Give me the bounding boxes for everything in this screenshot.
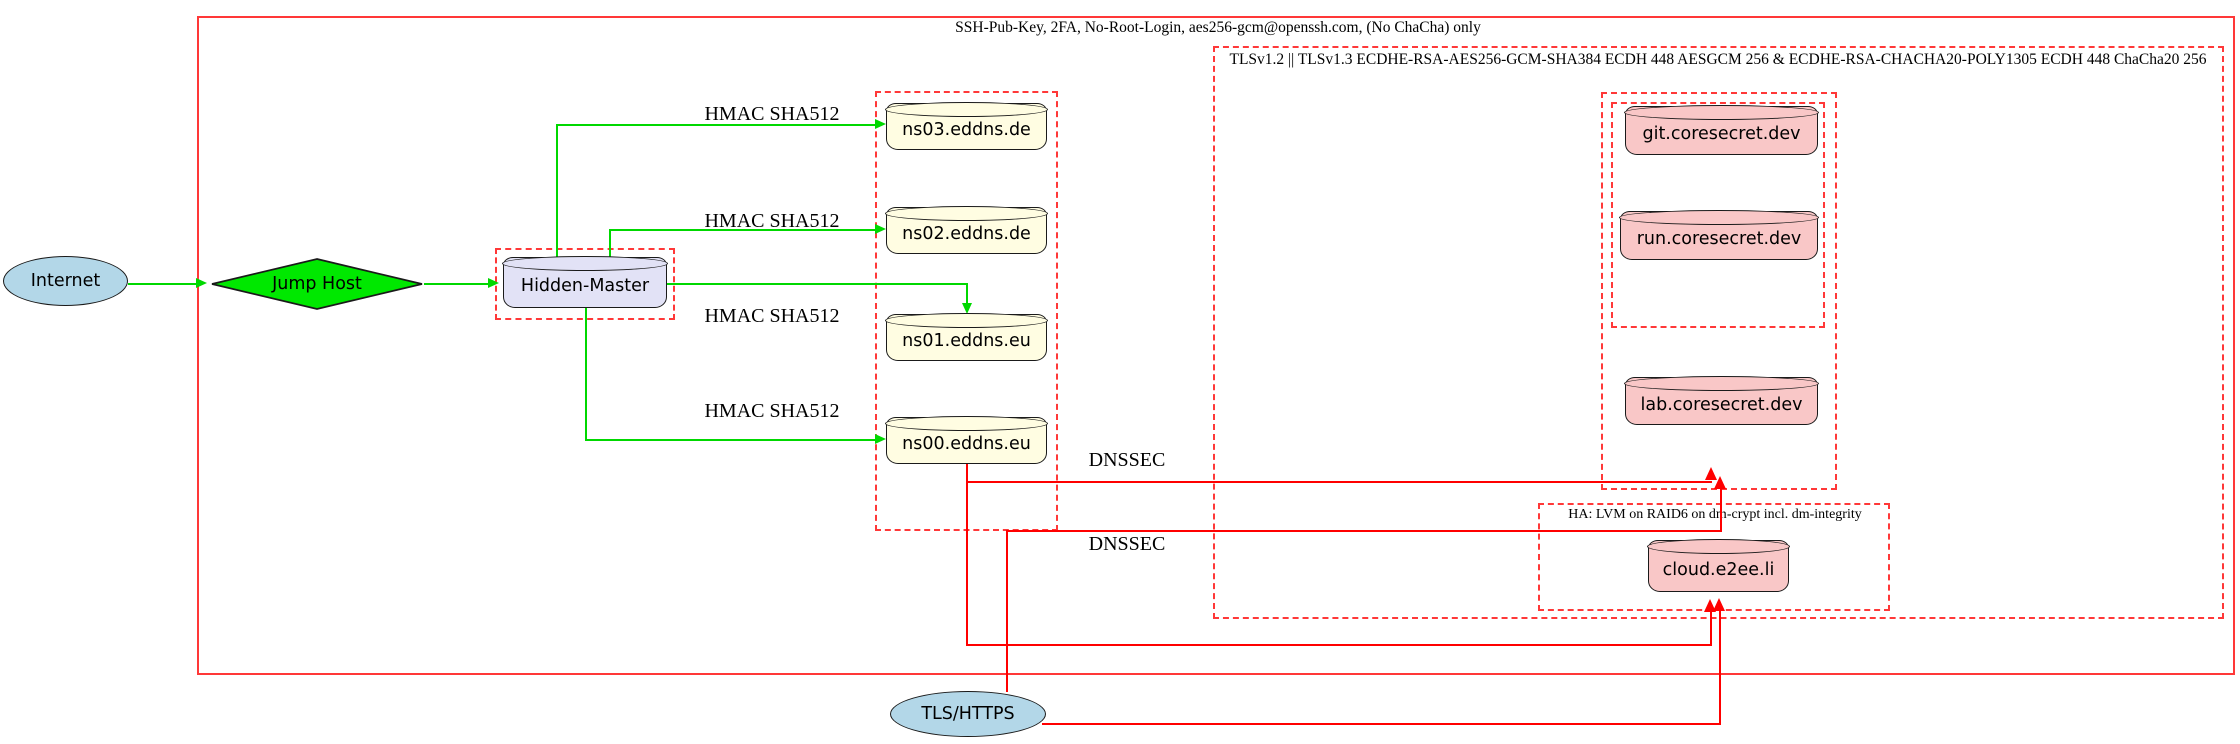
- tls-cluster-box: [1213, 46, 2224, 619]
- git-node: git.coresecret.dev: [1624, 105, 1819, 155]
- diamond-shape-icon: [211, 258, 423, 310]
- lab-node: lab.coresecret.dev: [1624, 376, 1819, 425]
- ns01-node: ns01.eddns.eu: [885, 313, 1048, 361]
- tls-https-label: TLS/HTTPS: [921, 704, 1015, 724]
- edge-hm-ns02-vertical: [609, 229, 611, 257]
- arrowhead-hiddenmaster: [488, 278, 499, 288]
- dnssec-label-top: DNSSEC: [1088, 449, 1166, 471]
- edge-hm-ns03-vertical: [556, 124, 558, 257]
- ssh-cluster-box: [197, 16, 2235, 675]
- ns03-node: ns03.eddns.de: [885, 102, 1048, 150]
- edge-tls-coresecret-vertical1: [1006, 531, 1008, 692]
- edge-tls-coresecret-horizontal: [1006, 530, 1722, 532]
- ns02-node: ns02.eddns.de: [885, 206, 1048, 254]
- ns01-label: ns01.eddns.eu: [902, 331, 1031, 351]
- jump-host-label: Jump Host: [272, 274, 362, 294]
- edge-hm-ns01-horizontal: [667, 283, 968, 285]
- lab-label: lab.coresecret.dev: [1640, 394, 1803, 415]
- edge-tls-coresecret-vertical2: [1720, 488, 1722, 532]
- coresecret-cluster-box: [1601, 92, 1837, 490]
- internet-node: Internet: [3, 256, 128, 306]
- git-label: git.coresecret.dev: [1642, 124, 1801, 144]
- ns02-label: ns02.eddns.de: [902, 224, 1031, 244]
- edge-ns00-down-vertical: [966, 464, 968, 646]
- hmac-label-ns02: HMAC SHA512: [704, 210, 840, 232]
- hidden-master-node: Hidden-Master: [502, 256, 668, 308]
- ha-cluster-label: HA: LVM on RAID6 on dm-crypt incl. dm-in…: [1568, 507, 1862, 522]
- run-node: run.coresecret.dev: [1619, 210, 1819, 260]
- edge-dnssec-ha-horizontal: [966, 644, 1712, 646]
- hidden-master-label: Hidden-Master: [520, 276, 650, 296]
- ns00-label: ns00.eddns.eu: [902, 434, 1031, 454]
- cloud-label: cloud.e2ee.li: [1662, 559, 1775, 580]
- arrowhead-ns01: [962, 303, 972, 314]
- ssh-cluster-label: SSH-Pub-Key, 2FA, No-Root-Login, aes256-…: [955, 19, 1481, 36]
- jump-host-node: Jump Host: [210, 258, 424, 310]
- ns00-node: ns00.eddns.eu: [885, 416, 1048, 464]
- run-label: run.coresecret.dev: [1636, 229, 1802, 249]
- arrowhead-coresecret-2: [1714, 476, 1726, 489]
- tls-https-node: TLS/HTTPS: [890, 691, 1046, 737]
- hmac-label-ns00: HMAC SHA512: [704, 400, 840, 422]
- arrowhead-ha-2: [1713, 598, 1725, 611]
- edge-jumphost-hiddenmaster: [424, 283, 488, 285]
- edge-tls-ha-horizontal: [1042, 723, 1721, 725]
- edge-hm-ns02-horizontal: [609, 229, 875, 231]
- edge-internet-jumphost: [128, 283, 196, 285]
- hmac-label-ns01: HMAC SHA512: [704, 305, 840, 327]
- edge-dnssec-coresecret-horizontal: [966, 481, 1712, 483]
- arrowhead-ns03: [875, 119, 886, 129]
- arrowhead-ns00: [875, 434, 886, 444]
- edge-dnssec-ha-vertical: [1710, 612, 1712, 646]
- cloud-node: cloud.e2ee.li: [1647, 539, 1790, 592]
- edge-hm-ns00-horizontal: [585, 439, 875, 441]
- edge-hm-ns03-horizontal: [556, 124, 875, 126]
- dnssec-label-bottom: DNSSEC: [1088, 533, 1166, 555]
- edge-tls-ha-vertical: [1719, 611, 1721, 725]
- ns03-label: ns03.eddns.de: [902, 120, 1031, 140]
- arrowhead-ns02: [875, 224, 886, 234]
- arrowhead-jumphost: [196, 278, 207, 288]
- tls-cluster-label: TLSv1.2 || TLSv1.3 ECDHE-RSA-AES256-GCM-…: [1229, 51, 2207, 68]
- hmac-label-ns03: HMAC SHA512: [704, 103, 840, 125]
- edge-hm-ns00-vertical: [585, 307, 587, 439]
- internet-label: Internet: [30, 271, 101, 291]
- edge-hm-ns01-vertical: [966, 283, 968, 305]
- gitrun-cluster-box: [1611, 102, 1825, 328]
